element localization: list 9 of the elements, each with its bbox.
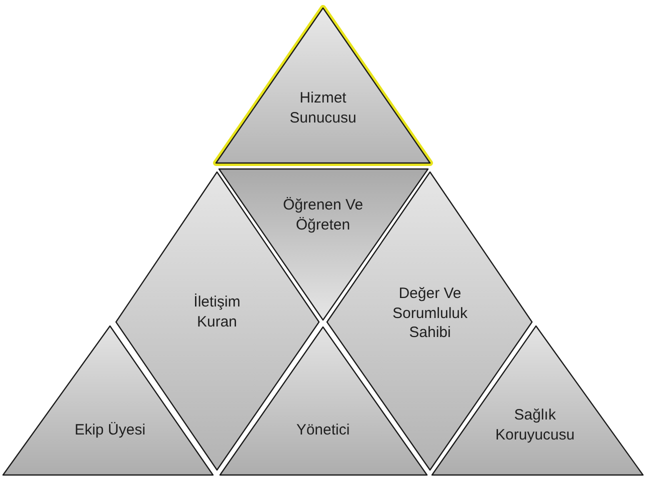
block-label: Değer Ve Sorumluluk Sahibi bbox=[392, 284, 468, 342]
block-label: İletişim Kuran bbox=[193, 292, 241, 332]
block-label: Yönetici bbox=[296, 420, 350, 440]
triangle-block bbox=[211, 3, 435, 168]
block-label: Hizmet Sunucusu bbox=[289, 88, 357, 128]
triangle-block bbox=[2, 325, 214, 476]
block-label: Sağlık Koruyucusu bbox=[494, 406, 576, 444]
block-label: Öğrenen Ve Öğreten bbox=[282, 196, 364, 234]
block-label: Ekip Üyesi bbox=[74, 420, 146, 440]
